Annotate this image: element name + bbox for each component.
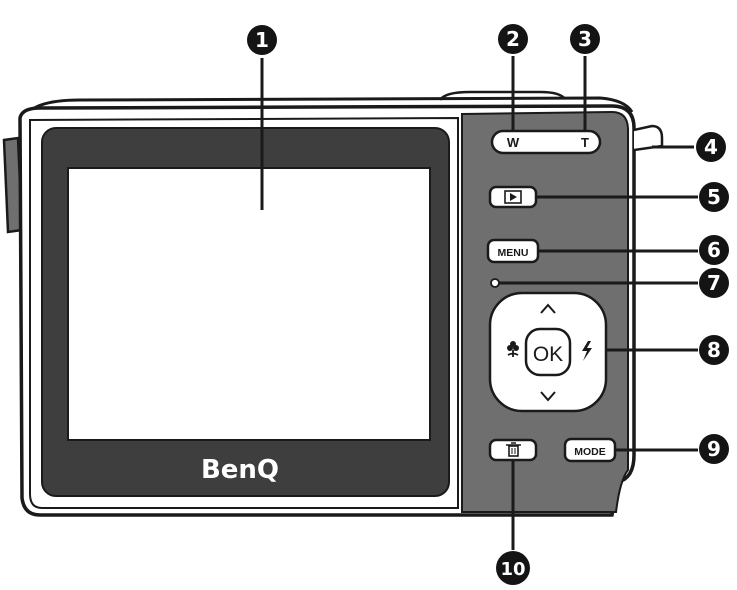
callout-8: 8 bbox=[699, 335, 729, 365]
macro-flower-icon[interactable] bbox=[507, 341, 519, 357]
callout-3: 3 bbox=[570, 24, 600, 54]
callout-9: 9 bbox=[699, 434, 729, 464]
shutter-ridge bbox=[438, 90, 567, 101]
callout-8-number: 8 bbox=[707, 338, 721, 362]
callout-6: 6 bbox=[699, 235, 729, 265]
mode-button-label: MODE bbox=[574, 446, 606, 458]
navigation-pad[interactable]: OK bbox=[488, 291, 608, 413]
play-icon bbox=[510, 193, 517, 201]
ok-button-label: OK bbox=[533, 343, 563, 366]
trash-icon bbox=[506, 442, 521, 457]
delete-button[interactable] bbox=[488, 438, 538, 462]
chevron-down-icon[interactable] bbox=[540, 391, 556, 402]
flash-icon[interactable] bbox=[582, 341, 592, 361]
playback-button[interactable] bbox=[488, 185, 538, 209]
callout-2-number: 2 bbox=[506, 27, 520, 51]
zoom-wide-label: W bbox=[507, 135, 520, 150]
callout-5: 5 bbox=[699, 182, 729, 212]
callout-10: 10 bbox=[496, 551, 530, 585]
zoom-lever[interactable]: W T bbox=[490, 129, 602, 155]
menu-button[interactable]: MENU bbox=[486, 238, 540, 264]
callout-5-number: 5 bbox=[707, 185, 721, 209]
callout-7-number: 7 bbox=[707, 271, 721, 295]
callout-7: 7 bbox=[699, 268, 729, 298]
callout-4: 4 bbox=[696, 132, 726, 162]
mode-button[interactable]: MODE bbox=[563, 437, 617, 463]
callout-6-number: 6 bbox=[707, 238, 721, 262]
play-icon-frame bbox=[504, 190, 522, 204]
brand-logo: BenQ bbox=[201, 455, 279, 485]
menu-button-label: MENU bbox=[498, 247, 529, 259]
callout-9-number: 9 bbox=[707, 437, 721, 461]
leader-lines bbox=[260, 56, 698, 550]
ok-button[interactable]: OK bbox=[524, 327, 572, 377]
callout-2: 2 bbox=[498, 24, 528, 54]
strap-hook bbox=[633, 124, 664, 152]
chevron-up-icon[interactable] bbox=[540, 303, 556, 314]
callout-3-number: 3 bbox=[578, 27, 592, 51]
zoom-tele-label: T bbox=[581, 135, 589, 150]
callout-4-number: 4 bbox=[704, 135, 718, 159]
lcd-screen bbox=[67, 167, 431, 441]
status-led bbox=[490, 278, 500, 288]
callout-1-number: 1 bbox=[255, 28, 269, 52]
callout-1: 1 bbox=[247, 25, 277, 55]
callout-10-number: 10 bbox=[500, 559, 525, 580]
